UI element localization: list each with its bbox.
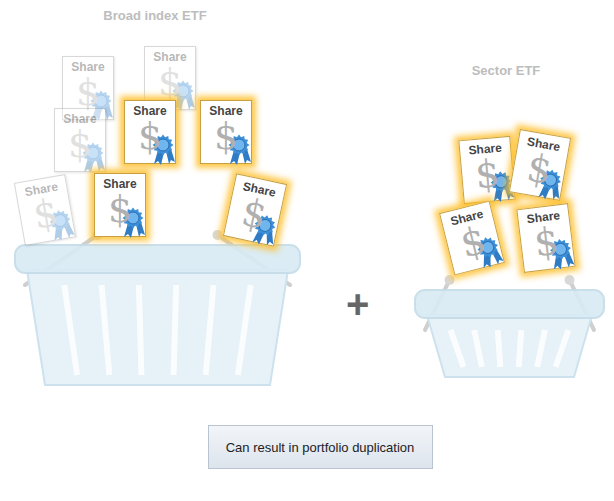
note-text: Can result in portfolio duplication: [226, 440, 415, 455]
dollar-sign: $: [95, 187, 145, 231]
etf-basket: Sector ETF $Share$Share$Share$Share: [400, 55, 614, 385]
plus-sign: +: [346, 282, 369, 327]
share-certificate: $Share: [14, 174, 76, 246]
certificate-title: Share: [518, 207, 569, 227]
dollar-sign: $: [145, 60, 195, 104]
certificate-title: Share: [95, 177, 145, 191]
certificate-title: Share: [460, 140, 511, 158]
share-certificate: $Share: [458, 136, 515, 204]
basket-title: Broad index ETF: [103, 8, 206, 23]
dollar-sign: $: [201, 114, 251, 158]
share-certificate: $Share: [223, 173, 287, 246]
dollar-sign: $: [55, 122, 105, 166]
share-certificate: $Share: [516, 203, 575, 273]
certificate-title: Share: [55, 112, 105, 126]
share-certificate: $Share: [439, 201, 505, 276]
share-certificate: $Share: [94, 173, 146, 237]
certificate-title: Share: [63, 60, 113, 74]
dollar-sign: $: [125, 114, 175, 158]
certificate-title: Share: [201, 104, 251, 118]
share-certificate: $Share: [200, 100, 252, 164]
note-box: Can result in portfolio duplication: [208, 425, 433, 469]
basket-illustration: [400, 55, 614, 385]
share-certificate: $Share: [509, 129, 571, 201]
basket-title: Sector ETF: [472, 63, 541, 78]
etf-basket: Broad index ETF$Share$Share$Share$Share$…: [0, 0, 310, 395]
certificate-title: Share: [125, 104, 175, 118]
certificate-title: Share: [145, 50, 195, 64]
share-certificate: $Share: [124, 100, 176, 164]
share-certificate: $Share: [54, 108, 106, 172]
